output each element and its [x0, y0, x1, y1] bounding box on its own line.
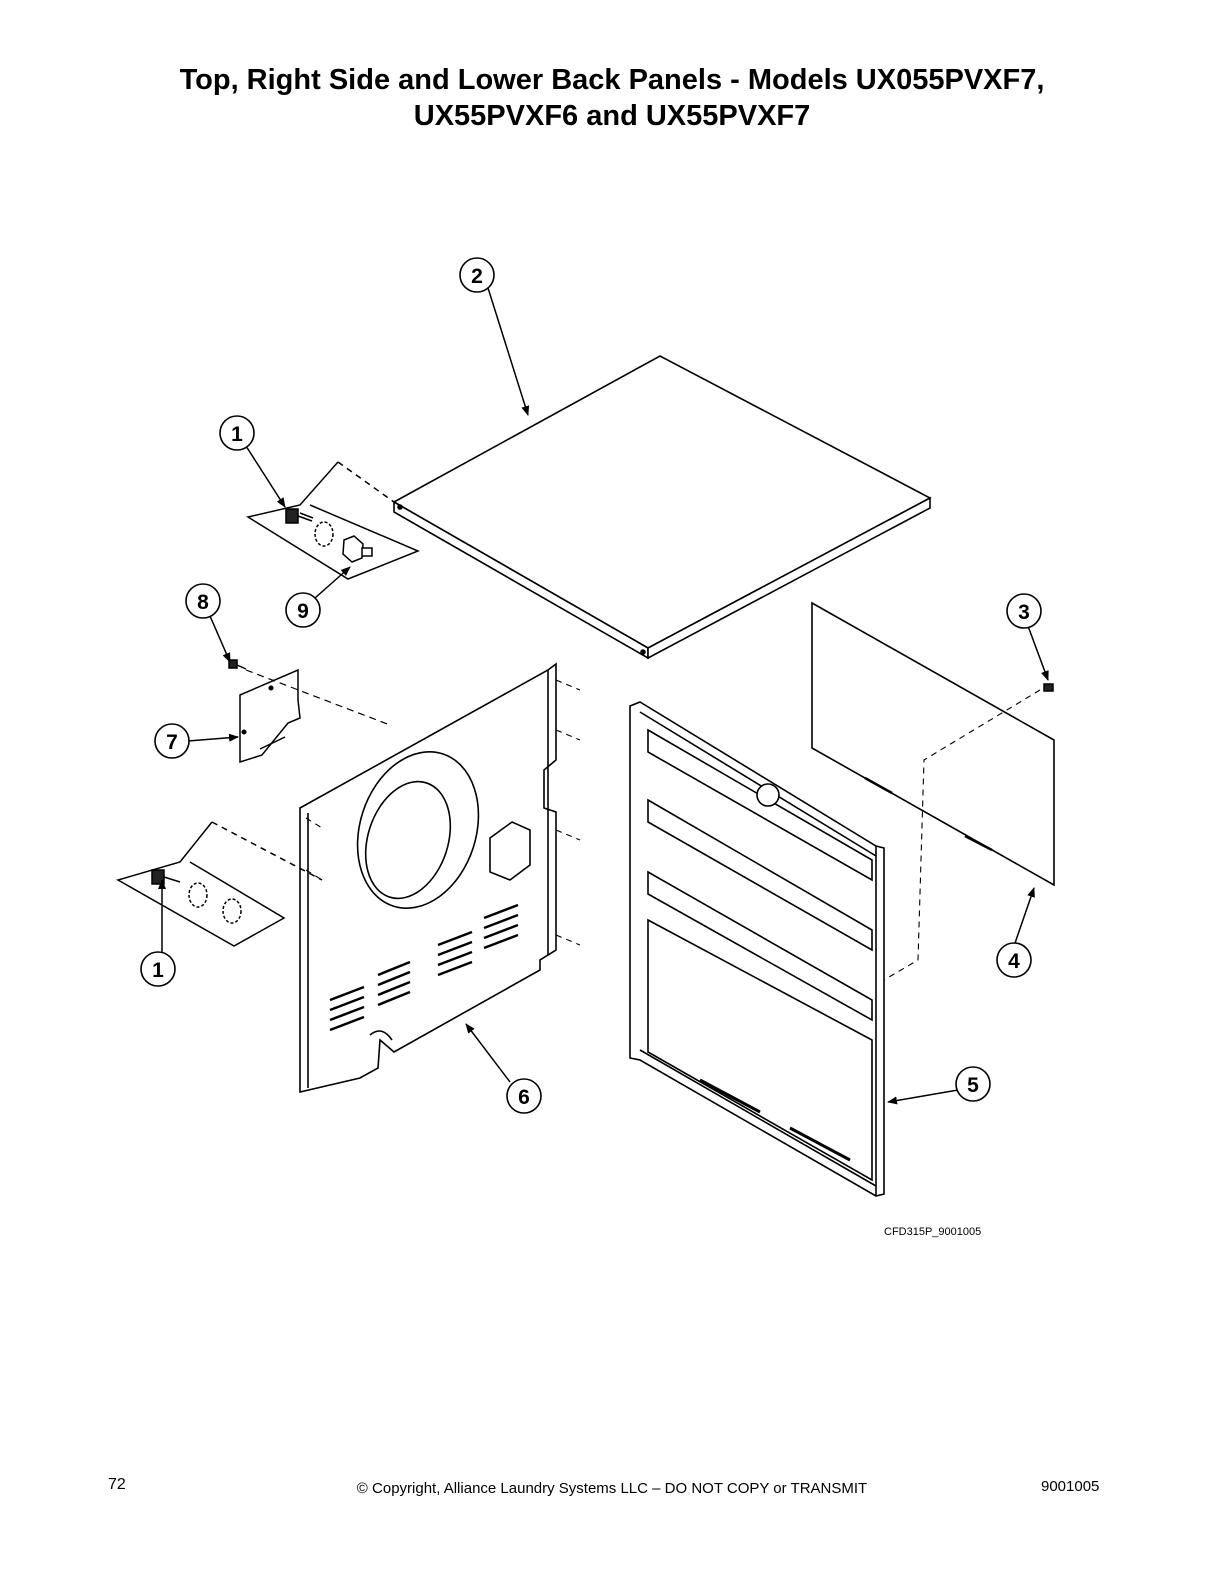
callout-9: 9: [285, 592, 321, 628]
figure-code: CFD315P_9001005: [884, 1226, 982, 1238]
lower-back-panel: [629, 701, 885, 1197]
right-side-panel: [299, 662, 557, 1094]
callout-1: 1: [219, 415, 255, 451]
top-panel: [392, 355, 932, 660]
title-line-1: Top, Right Side and Lower Back Panels - …: [179, 64, 1045, 96]
callout-3: 3: [1006, 593, 1042, 629]
screw-icon: [285, 508, 314, 524]
fastener-inset-top: [246, 461, 420, 580]
callout-label: 1: [152, 959, 164, 982]
fastener-inset-bottom: [116, 821, 323, 947]
upper-back-panel: [811, 601, 1055, 887]
title-line-2: UX55PVXF6 and UX55PVXF7: [413, 100, 811, 132]
callout-label: 8: [197, 591, 209, 614]
callout-label: 3: [1018, 601, 1030, 624]
screw-icon: [151, 869, 181, 885]
callout-label: 1: [231, 423, 243, 446]
callout-label: 5: [967, 1074, 979, 1097]
page-title: Top, Right Side and Lower Back Panels - …: [0, 62, 1224, 134]
screw-icon: [1043, 683, 1054, 692]
access-cover: [239, 668, 301, 764]
page-number: 72: [108, 1476, 126, 1493]
screw-icon: [228, 659, 247, 670]
callout-7: 7: [154, 723, 190, 759]
callout-5: 5: [955, 1066, 991, 1102]
callout-2: 2: [459, 257, 495, 293]
callout-label: 2: [471, 265, 483, 288]
callout-label: 9: [297, 600, 309, 623]
callout-label: 6: [518, 1086, 530, 1109]
copyright-notice: © Copyright, Alliance Laundry Systems LL…: [356, 1480, 868, 1497]
callout-4: 4: [996, 942, 1032, 978]
nut-icon: [342, 535, 373, 563]
callout-1: 1: [140, 951, 176, 987]
callout-label: 4: [1008, 950, 1020, 973]
document-number: 9001005: [1041, 1478, 1100, 1495]
callout-8: 8: [185, 583, 221, 619]
callout-label: 7: [166, 731, 178, 754]
callout-6: 6: [506, 1078, 542, 1114]
